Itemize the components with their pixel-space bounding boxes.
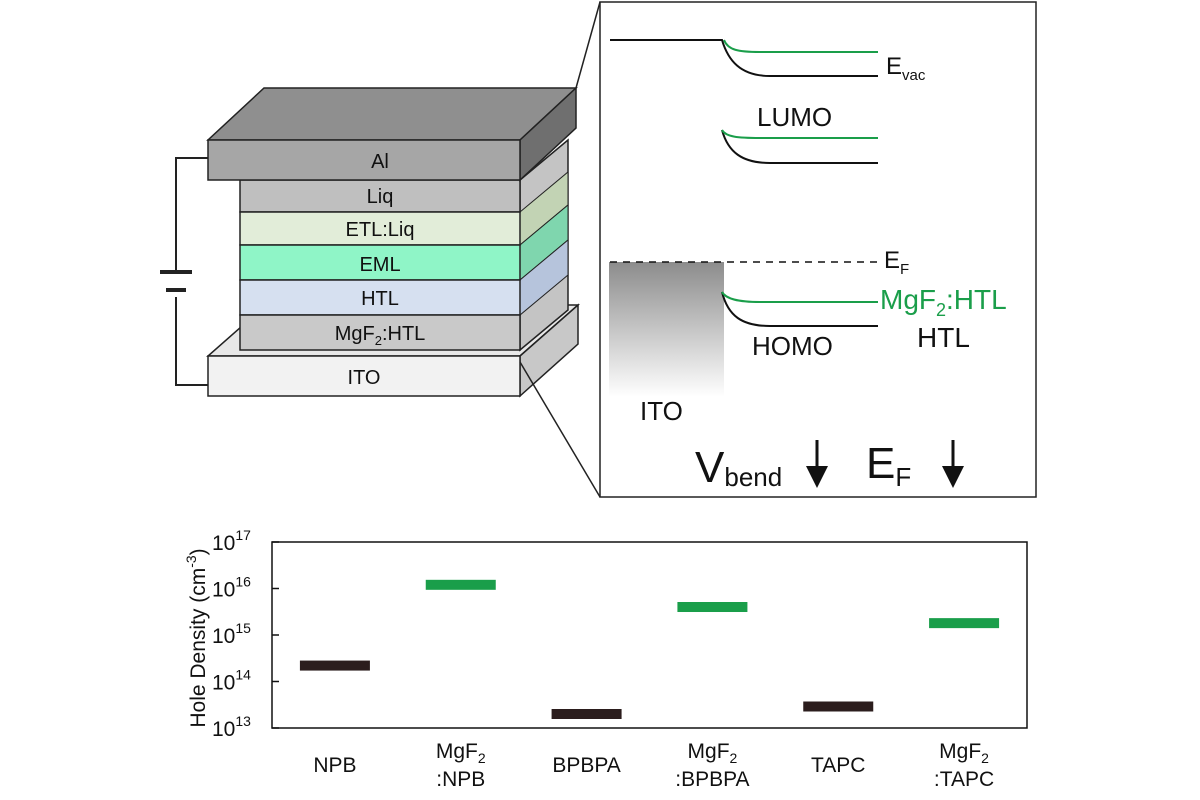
layer-htl	[239, 279, 521, 316]
y-tick-label: 1014	[212, 667, 251, 695]
y-tick-label: 1015	[212, 620, 251, 648]
x-tick-label: MgF2	[688, 740, 738, 766]
layer-etl-liq	[239, 211, 521, 246]
y-tick-label: 1016	[212, 574, 251, 602]
ito-metal-block	[609, 262, 724, 397]
label-htl: HTL	[361, 288, 399, 310]
data-bar	[929, 618, 1000, 629]
lumo-label: LUMO	[757, 102, 832, 132]
x-tick-label: NPB	[313, 754, 356, 777]
layer-mgf2-htl	[239, 314, 521, 351]
label-etl-liq: ETL:Liq	[346, 219, 415, 241]
layer-eml	[239, 244, 521, 281]
x-tick-label: TAPC	[811, 754, 865, 777]
y-axis-label: Hole Density (cm-3)	[183, 548, 210, 727]
label-liq: Liq	[367, 186, 394, 208]
ito-label: ITO	[640, 396, 683, 426]
evac-line-black	[610, 39, 878, 77]
x-tick-label: BPBPA	[552, 754, 620, 777]
ef-arrowhead-icon	[942, 466, 964, 488]
ef-label: EF	[884, 247, 909, 278]
x-tick-label-line2: :TAPC	[934, 768, 994, 791]
y-ticks: 1013 1014 1015 1016 1017	[212, 527, 279, 741]
homo-label: HOMO	[752, 331, 833, 361]
label-eml: EML	[359, 254, 400, 276]
bars	[299, 579, 1000, 720]
zoom-line-top	[575, 1, 601, 89]
data-bar	[299, 660, 370, 671]
label-al: Al	[371, 151, 389, 173]
x-tick-label-line2: :NPB	[436, 768, 485, 791]
zoom-line-bottom	[519, 361, 601, 498]
mgf2-htl-label: MgF2:HTL	[880, 284, 1007, 320]
chart-frame	[271, 541, 1028, 729]
ef-shift-label: EF	[866, 439, 911, 492]
y-tick-label: 1013	[212, 713, 251, 741]
data-bar	[803, 701, 874, 712]
x-tick-label: MgF2	[939, 740, 989, 766]
layer-al	[207, 139, 521, 181]
al-top-face	[206, 87, 578, 141]
homo-line-green	[721, 291, 878, 303]
layer-ito	[207, 355, 521, 397]
vbend-arrowhead-icon	[806, 466, 828, 488]
band-diagram: Evac LUMO EF MgF2:HTL HOMO HTL ITO Vbend…	[599, 1, 1037, 498]
x-tick-label-line2: :BPBPA	[675, 768, 749, 791]
wire-bottom	[175, 297, 208, 386]
layer-liq	[239, 179, 521, 213]
x-tick-label: MgF2	[436, 740, 486, 766]
htl-label: HTL	[917, 322, 970, 353]
band-frame	[599, 1, 1037, 498]
label-mgf2-htl: MgF2:HTL	[335, 323, 426, 348]
lumo-line-black	[721, 129, 878, 164]
label-ito: ITO	[348, 367, 381, 389]
y-tick-label: 1017	[212, 527, 251, 555]
data-bar	[677, 602, 748, 613]
lumo-line-green	[721, 129, 878, 139]
evac-label: Evac	[886, 53, 926, 84]
device-stack: Al Liq ETL:Liq EML HTL MgF2:HTL ITO	[160, 86, 580, 398]
wire-top	[175, 157, 208, 272]
data-bar	[551, 709, 622, 720]
vbend-label: Vbend	[695, 443, 782, 492]
evac-line-green	[723, 39, 878, 53]
hole-density-chart: Hole Density (cm-3) 1013 1014 1015 1016 1017…	[183, 527, 1028, 791]
homo-line-black	[721, 291, 878, 327]
data-bar	[425, 579, 496, 590]
